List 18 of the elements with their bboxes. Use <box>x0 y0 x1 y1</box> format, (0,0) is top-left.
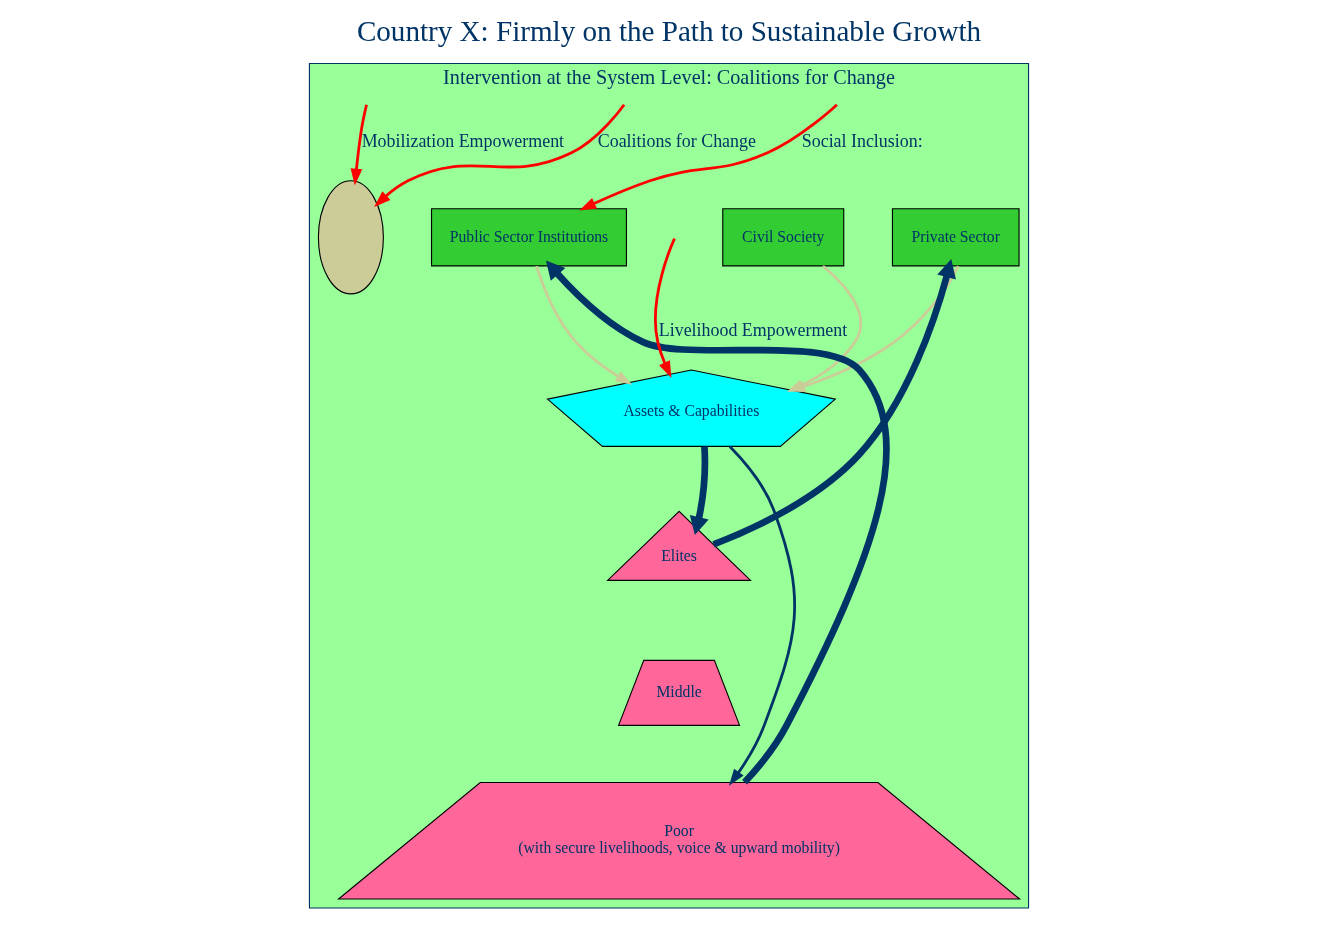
node-box: Private Sector <box>891 208 1020 267</box>
edge-label: Livelihood Empowerment <box>658 320 847 341</box>
arrow <box>711 259 956 548</box>
arrow <box>728 445 796 786</box>
arrow <box>545 260 890 785</box>
arrow <box>689 446 709 536</box>
node-box: Civil Society <box>721 208 844 267</box>
edge-label: Coalitions for Change <box>597 130 756 151</box>
arrow <box>653 238 676 379</box>
arrow <box>534 265 632 385</box>
arrow <box>578 103 838 211</box>
diagram-title: Country X: Firmly on the Path to Sustainable Growth <box>356 14 981 47</box>
arrow <box>373 103 625 208</box>
node-box: Public Sector Institutions <box>430 208 627 267</box>
edge-label: Social Inclusion: <box>801 130 923 151</box>
edge-label: Mobilization Empowerment <box>361 130 564 151</box>
arrow <box>350 104 368 186</box>
node-ellipse <box>317 180 384 295</box>
